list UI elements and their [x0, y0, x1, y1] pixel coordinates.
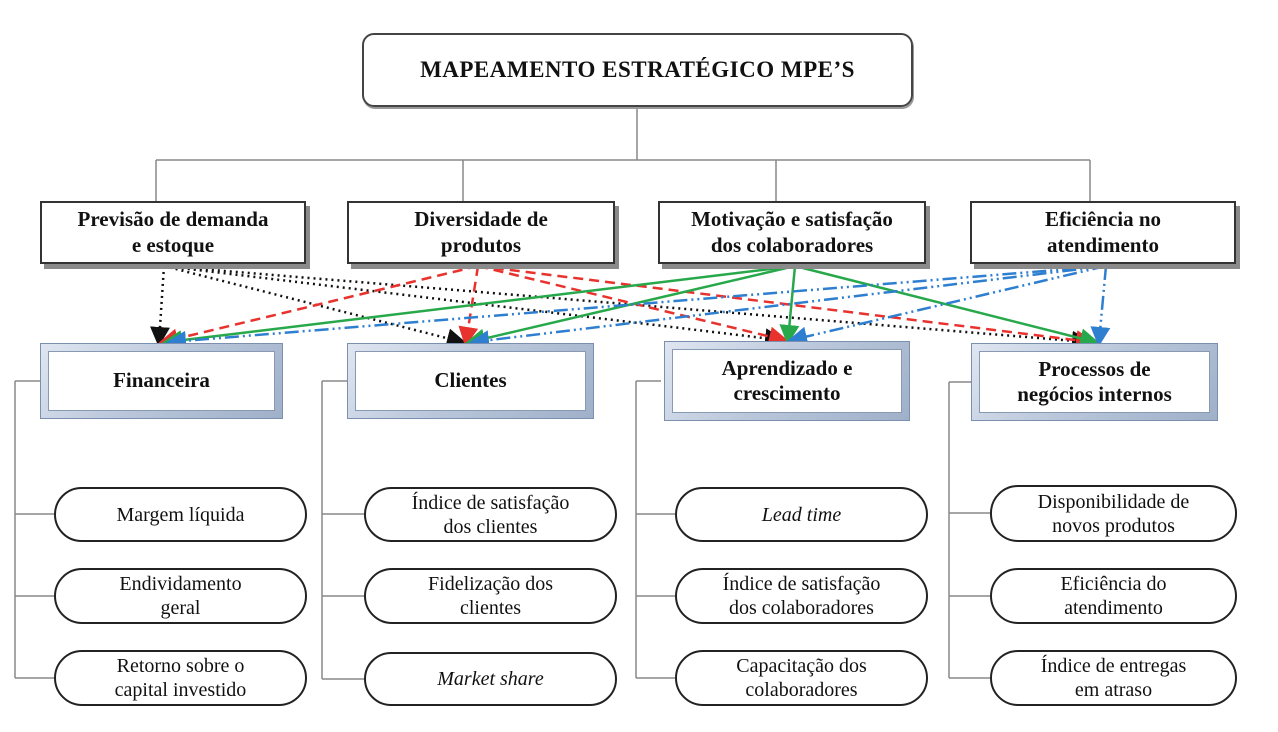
influence-arrow-eficiencia-to-processos [1090, 265, 1111, 347]
indicator-eficiencia-atendimento: Eficiência do atendimento [990, 568, 1237, 624]
influence-arrow-motivacao-to-processos [794, 264, 1100, 349]
perspective-label: Financeira [48, 351, 275, 411]
indicator-market-share: Market share [364, 652, 617, 706]
influence-arrow-previsao-to-financeira [150, 265, 170, 347]
perspective-label: Aprendizado e crescimento [672, 349, 902, 413]
objective-previsao-demanda: Previsão de demanda e estoque [40, 201, 306, 264]
influence-arrow-diversidade-to-aprendizado [477, 264, 789, 347]
influence-arrow-diversidade-to-financeira [158, 264, 479, 349]
indicator-satisfacao-colaboradores: Índice de satisfação dos colaboradores [675, 568, 928, 624]
influence-arrow-eficiencia-to-clientes [469, 264, 1107, 351]
indicator-satisfacao-clientes: Índice de satisfação dos clientes [364, 487, 617, 542]
perspective-processos: Processos de negócios internos [971, 343, 1218, 421]
indicator-disponibilidade-produtos: Disponibilidade de novos produtos [990, 485, 1237, 542]
perspective-aprendizado: Aprendizado e crescimento [664, 341, 910, 421]
influence-arrow-diversidade-to-processos [477, 264, 1096, 351]
perspective-label: Processos de negócios internos [979, 351, 1210, 413]
indicator-lead-time: Lead time [675, 487, 928, 542]
perspective-label: Clientes [355, 351, 586, 411]
objective-motivacao-colaboradores: Motivação e satisfação dos colaboradores [658, 201, 926, 264]
perspective-financeira: Financeira [40, 343, 283, 419]
indicator-entregas-atraso: Índice de entregas em atraso [990, 650, 1237, 706]
influence-arrow-previsao-to-aprendizado [163, 264, 785, 349]
indicator-fidelizacao-clientes: Fidelização dos clientes [364, 568, 617, 624]
influence-arrow-eficiencia-to-financeira [166, 264, 1107, 351]
perspective-clientes: Clientes [347, 343, 594, 419]
diagram-title: MAPEAMENTO ESTRATÉGICO MPE’S [362, 33, 913, 107]
indicator-endividamento-geral: Endividamento geral [54, 568, 307, 624]
influence-arrow-eficiencia-to-aprendizado [787, 264, 1107, 347]
objective-eficiencia-atendimento: Eficiência no atendimento [970, 201, 1236, 264]
indicator-retorno-capital: Retorno sobre o capital investido [54, 650, 307, 706]
objective-diversidade-produtos: Diversidade de produtos [347, 201, 615, 264]
influence-arrow-motivacao-to-financeira [162, 264, 796, 351]
indicator-capacitacao-colaboradores: Capacitação dos colaboradores [675, 650, 928, 706]
indicator-margem-liquida: Margem líquida [54, 487, 307, 542]
